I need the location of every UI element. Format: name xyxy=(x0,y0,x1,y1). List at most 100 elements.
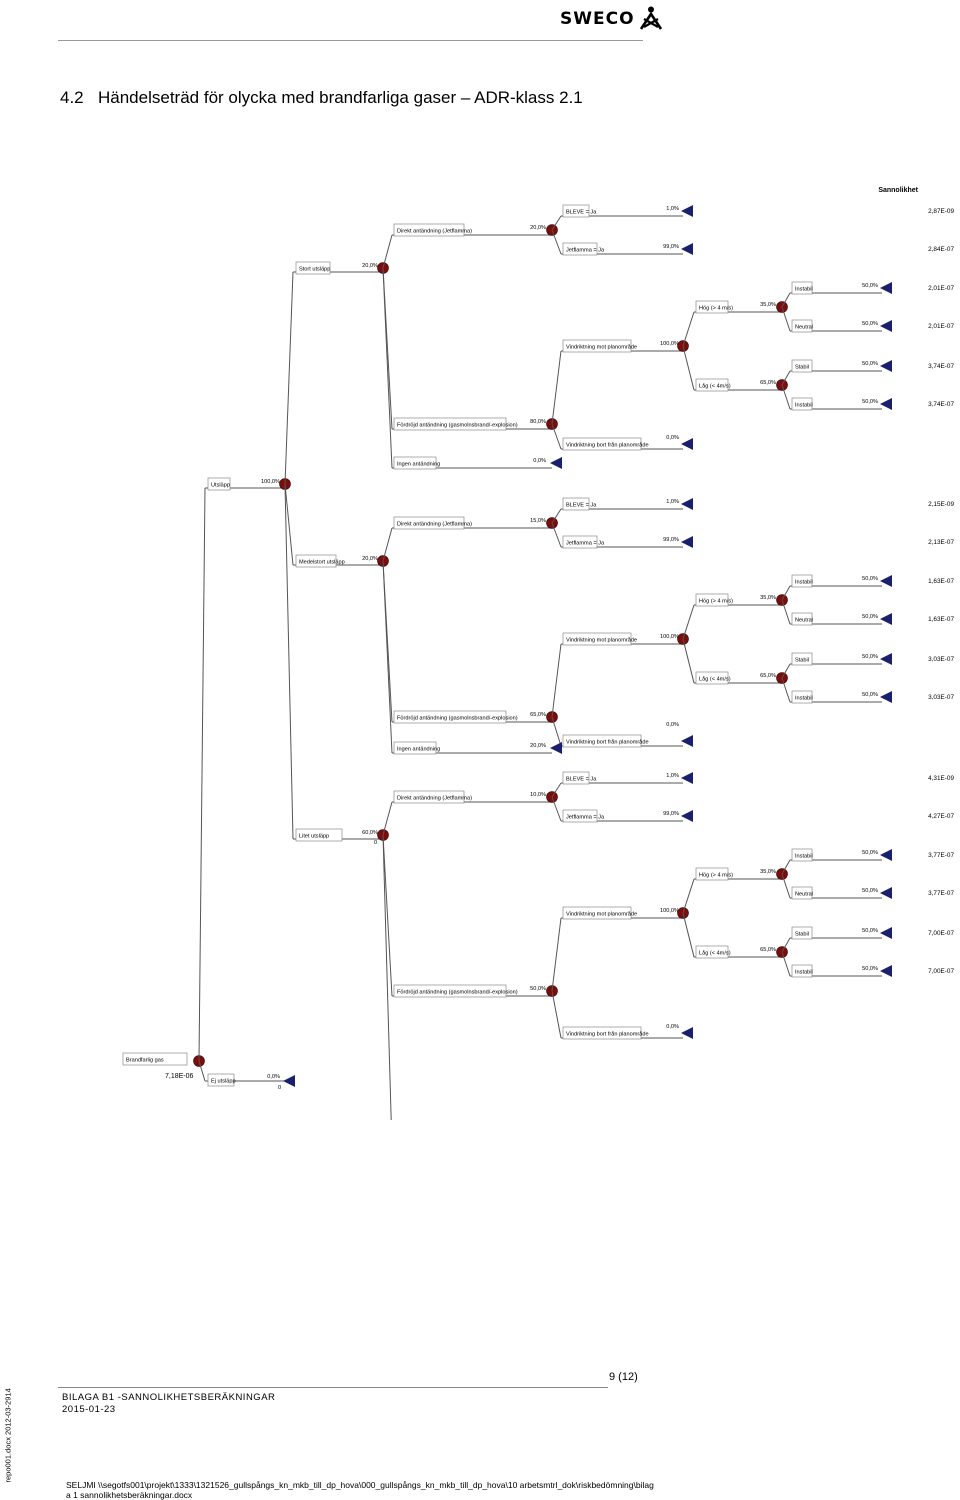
bleve-2-box xyxy=(562,771,590,785)
release-box xyxy=(207,477,231,491)
terminal-node xyxy=(880,691,892,703)
branch-line xyxy=(284,271,294,485)
release-size-0-label: Stort utsläpp xyxy=(299,267,330,273)
wind-away-1-box xyxy=(562,734,642,748)
wind-away-0-box xyxy=(562,437,642,451)
footer-divider xyxy=(58,1387,608,1388)
release-size-2-label: Litet utsläpp xyxy=(299,834,329,840)
probability-label: 99,0% xyxy=(663,811,679,817)
terminal-node xyxy=(880,398,892,410)
wind-speed-low-2-box xyxy=(695,945,729,959)
branch-line xyxy=(382,234,393,269)
terminal-node xyxy=(283,1075,295,1087)
delayed-ignition-2-box xyxy=(393,984,507,998)
direct-ignition-0-box xyxy=(393,223,465,237)
document-date: 2015-01-23 xyxy=(62,1404,116,1415)
wind-speed-high-2-label: Hög (> 4 m/s) xyxy=(699,873,733,879)
stability-low-b-0-label: Instabil xyxy=(795,403,813,409)
terminal-node xyxy=(880,282,892,294)
wind-away-1-label: Vindriktning bort från planområde xyxy=(566,739,649,746)
probability-label: 50,0% xyxy=(862,576,878,582)
file-path: SELJMI \\segotfs001\projekt\1333\1321526… xyxy=(66,1480,654,1500)
probability-label: 35,0% xyxy=(760,302,776,308)
branch-line xyxy=(781,677,791,703)
probability-label: 65,0% xyxy=(760,947,776,953)
probability-label: 0,0% xyxy=(267,1074,280,1080)
branch-line xyxy=(551,350,562,425)
stability-high-a-1-label: Instabil xyxy=(795,580,813,586)
probability-label: 50,0% xyxy=(862,399,878,405)
direct-ignition-0-label: Direkt antändning (Jetflamma) xyxy=(397,229,472,235)
wind-toward-2-label: Vindriktning mot planområde xyxy=(566,911,637,918)
result-value: 7,00E-07 xyxy=(928,968,954,975)
branch-line xyxy=(198,1060,206,1082)
heading-title: Händelseträd för olycka med brandfarliga… xyxy=(98,88,583,107)
result-value: 3,03E-07 xyxy=(928,694,954,701)
terminal-node xyxy=(681,735,693,747)
stability-low-b-2-box xyxy=(791,964,813,978)
stability-low-b-1-label: Instabil xyxy=(795,696,813,702)
bleve-2-label: BLEVE = Ja xyxy=(566,777,597,783)
probability-label: 50,0% xyxy=(862,614,878,620)
probability-label: 60,0% xyxy=(362,830,378,836)
direct-ignition-2-box xyxy=(393,790,465,804)
branch-line xyxy=(781,599,791,625)
direct-ignition-1-label: Direkt antändning (Jetflamma) xyxy=(397,522,472,528)
branch-line xyxy=(551,796,562,822)
stability-high-a-2-label: Instabil xyxy=(795,854,813,860)
terminal-node xyxy=(880,613,892,625)
result-value: 4,31E-09 xyxy=(928,775,954,782)
probability-label: 20,0% xyxy=(530,225,546,231)
terminal-node xyxy=(880,360,892,372)
terminal-node xyxy=(880,887,892,899)
probability-label: 10,0% xyxy=(530,792,546,798)
probability-label: 50,0% xyxy=(862,850,878,856)
probability-label: 35,0% xyxy=(760,595,776,601)
probability-label: 80,0% xyxy=(530,419,546,425)
terminal-node xyxy=(681,810,693,822)
terminal-node xyxy=(880,575,892,587)
root-label: Brandfarlig gas xyxy=(126,1058,164,1064)
wind-speed-low-0-box xyxy=(695,378,729,392)
no-release-label: Ej utsläpp xyxy=(211,1079,236,1085)
probability-label: 65,0% xyxy=(530,712,546,718)
delayed-ignition-1-box xyxy=(393,710,507,724)
stability-low-a-2-box xyxy=(791,926,813,940)
branch-line xyxy=(551,522,562,548)
result-value: 2,13E-07 xyxy=(928,539,954,546)
delayed-ignition-0-box xyxy=(393,417,507,431)
probability-label: 65,0% xyxy=(760,380,776,386)
terminal-node xyxy=(550,457,562,469)
page-number: 9 (12) xyxy=(609,1371,638,1383)
branch-line xyxy=(682,345,695,391)
stability-high-b-0-box xyxy=(791,319,813,333)
no-release-value: 0 xyxy=(278,1085,281,1091)
result-value: 7,00E-07 xyxy=(928,930,954,937)
probability-label: 100,0% xyxy=(660,341,679,347)
wind-toward-1-label: Vindriktning mot planområde xyxy=(566,637,637,644)
branch-line xyxy=(382,267,393,469)
result-value: 2,01E-07 xyxy=(928,323,954,330)
root-probability: 7,18E-06 xyxy=(165,1073,194,1080)
branch-line xyxy=(781,292,791,308)
probability-label: 1,0% xyxy=(666,206,679,212)
stability-high-b-0-label: Neutral xyxy=(795,325,813,331)
wind-speed-high-2-box xyxy=(695,867,729,881)
release-size-1-label: Medelstort utsläpp xyxy=(299,560,345,566)
result-value: 2,01E-07 xyxy=(928,285,954,292)
wind-away-2-box xyxy=(562,1026,642,1040)
terminal-node xyxy=(880,320,892,332)
terminal-node xyxy=(681,205,693,217)
probability-label: 99,0% xyxy=(663,244,679,250)
no-release-box xyxy=(207,1073,235,1087)
probability-label: 50,0% xyxy=(862,692,878,698)
probability-label: 1,0% xyxy=(666,499,679,505)
probability-label: 50,0% xyxy=(862,283,878,289)
result-value: 3,77E-07 xyxy=(928,890,954,897)
probability-label: 0,0% xyxy=(533,458,546,464)
no-ignition-1-label: Ingen antändning xyxy=(397,747,440,753)
wind-speed-high-0-label: Hög (> 4 m/s) xyxy=(699,306,733,312)
release-size-0-box xyxy=(295,261,331,275)
wind-speed-low-2-label: Låg (< 4m/s) xyxy=(699,950,731,957)
